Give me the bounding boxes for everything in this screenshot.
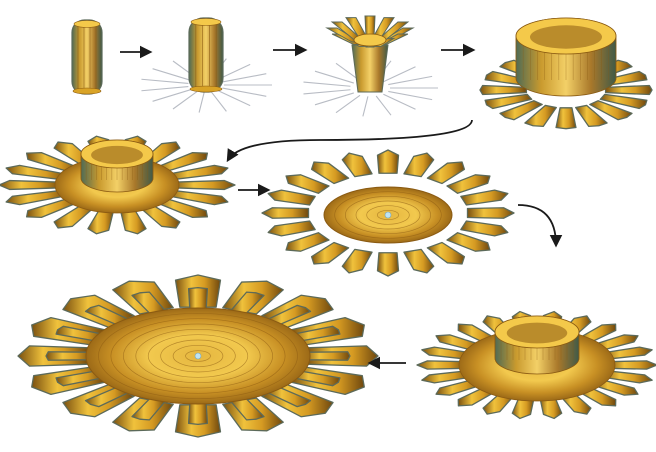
stage-1-closed: [72, 20, 102, 94]
stage-8-fully-deployed: [18, 275, 378, 437]
stage-4-spread: [480, 18, 652, 129]
stage-5-flat-crown: [0, 136, 235, 234]
arrow-6-to-7: [518, 205, 556, 245]
stage-7-inverted-crown: [417, 312, 656, 419]
stage-3-opening: [303, 16, 438, 116]
stage-6-bowl: [262, 150, 514, 276]
stage-2-hinges: [141, 18, 272, 113]
